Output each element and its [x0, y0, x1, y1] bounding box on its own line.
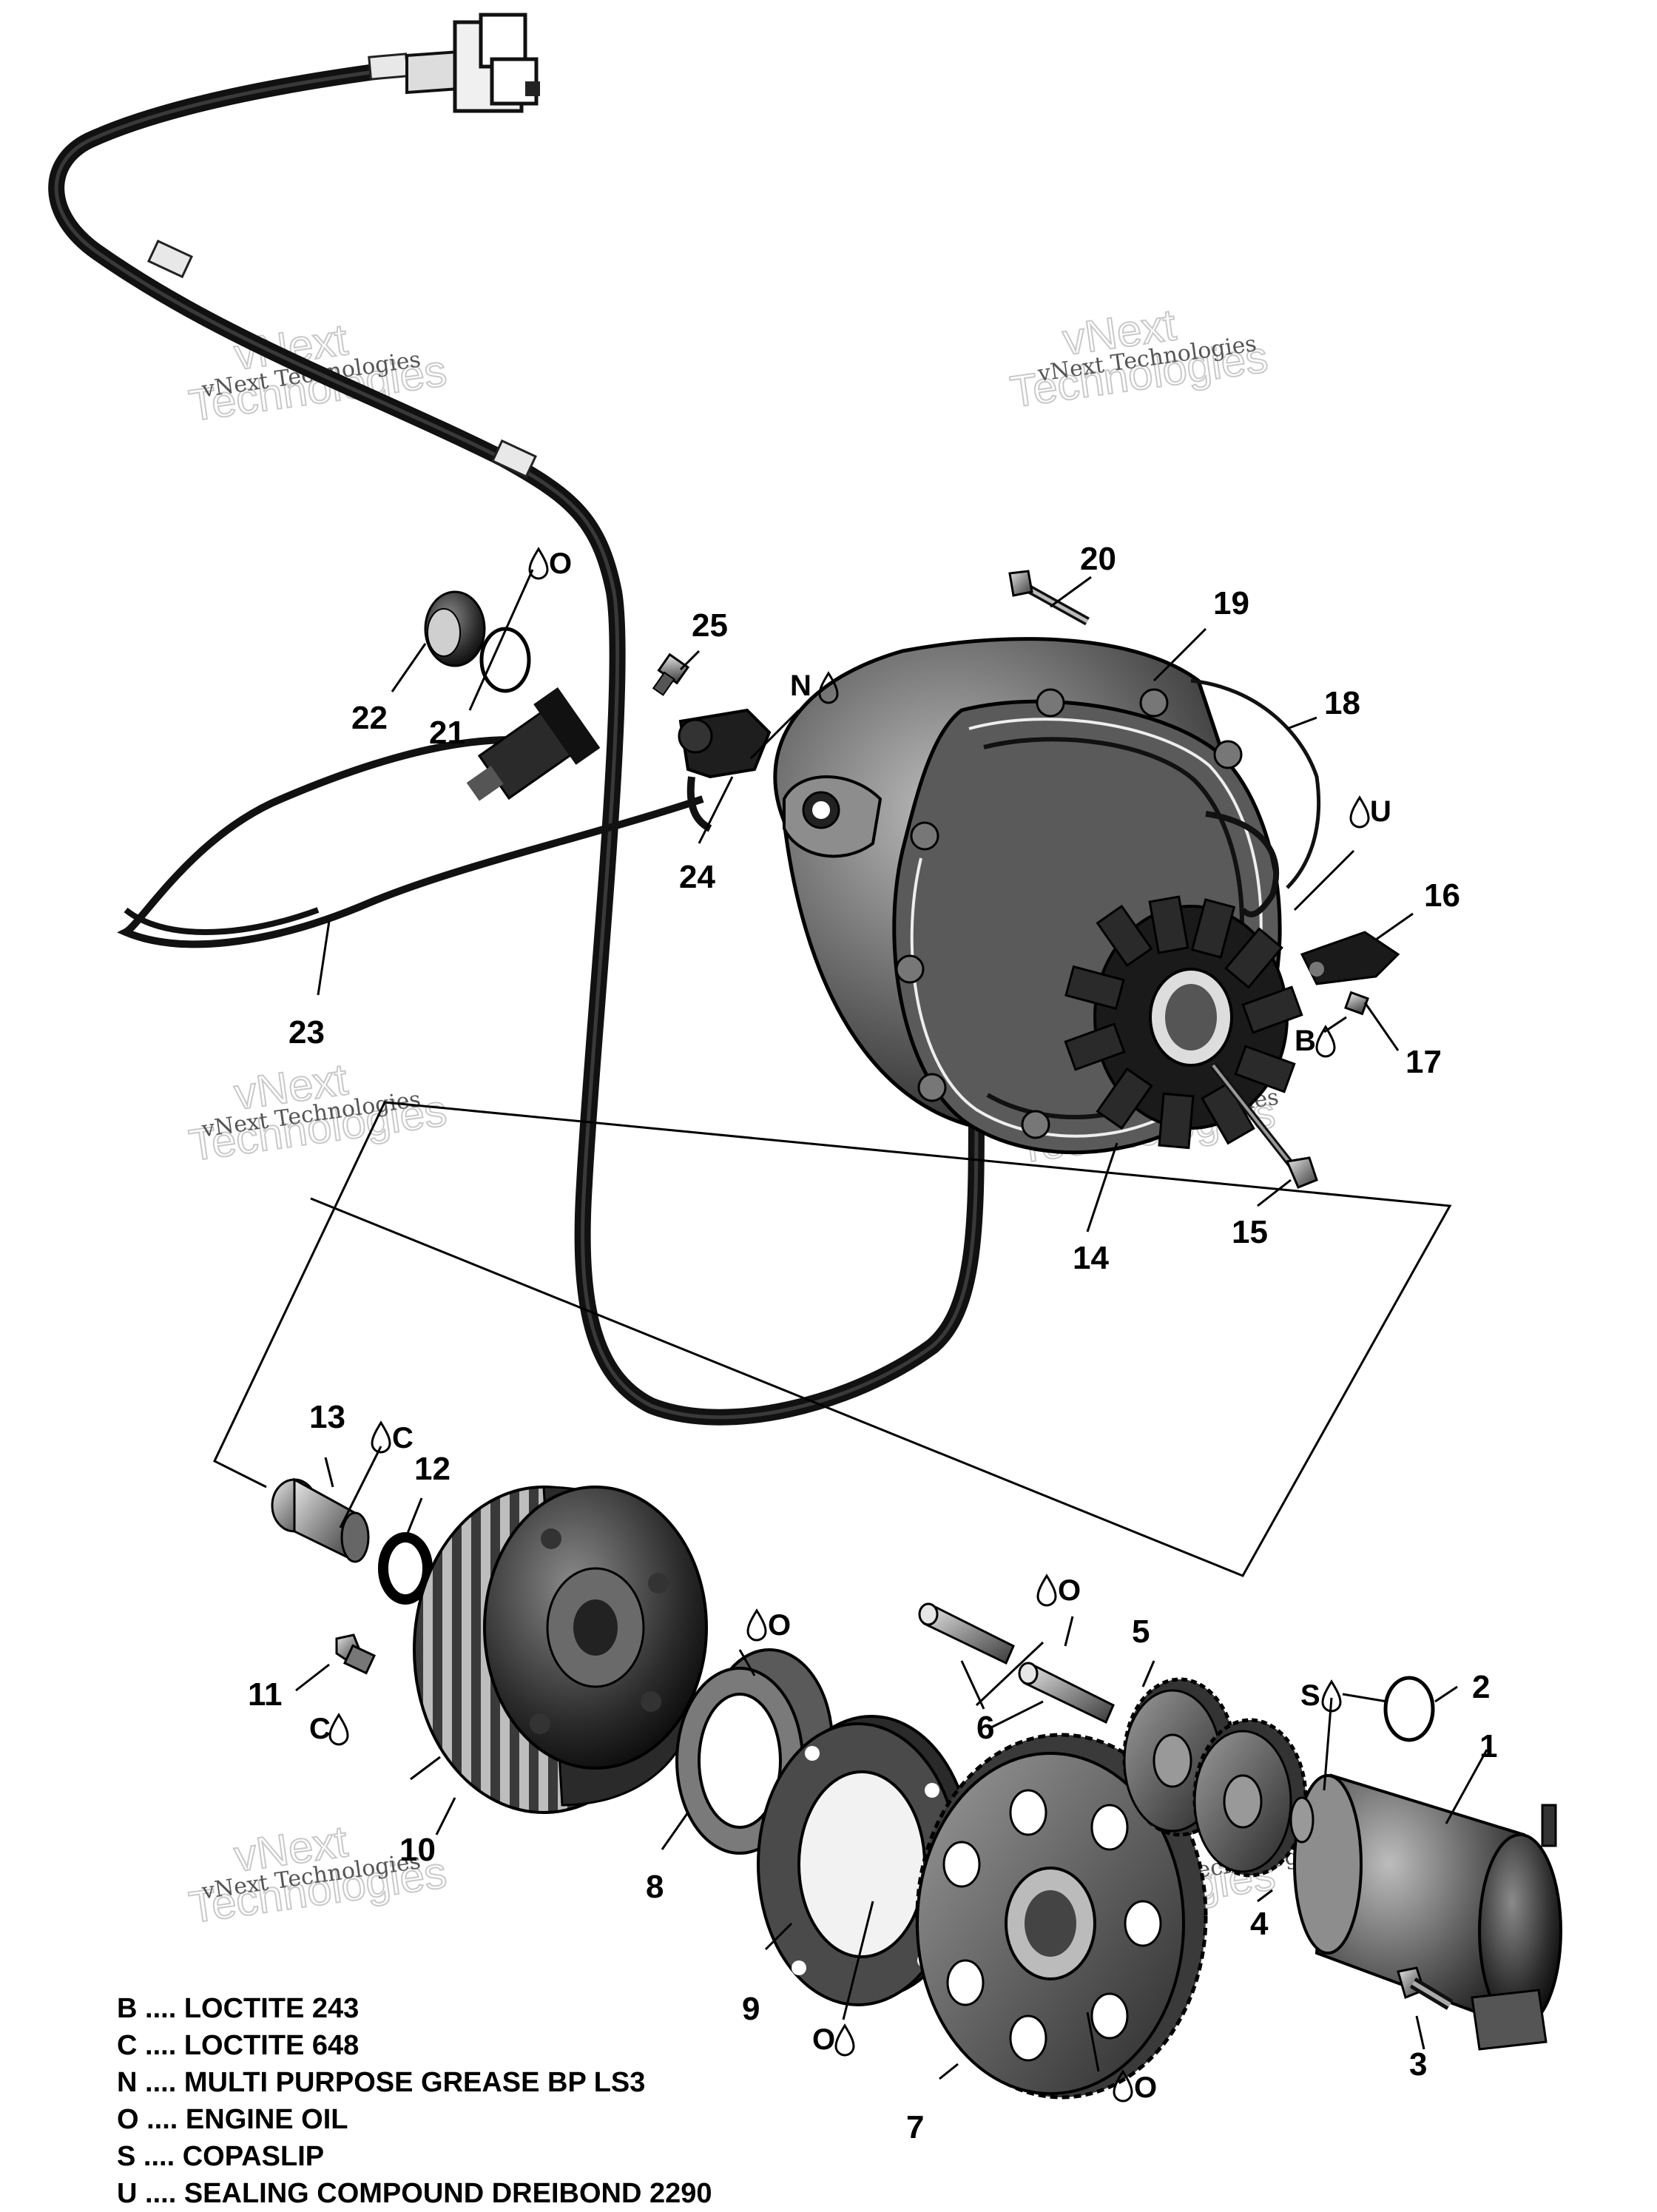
- part-25-screw: [652, 653, 690, 696]
- sensor-connector: [466, 687, 601, 801]
- part-16-cover-plate: [1300, 931, 1400, 985]
- marker-c-13: C: [371, 1420, 414, 1454]
- svg-text:S: S: [1300, 1679, 1320, 1712]
- drop-icon: [834, 2023, 855, 2057]
- callout-16: 16: [1424, 877, 1460, 914]
- callout-25: 25: [692, 607, 728, 644]
- harness-connector: [405, 13, 540, 113]
- callout-14: 14: [1073, 1240, 1109, 1276]
- callout-2: 2: [1472, 1669, 1490, 1705]
- callout-24: 24: [679, 859, 715, 895]
- callout-numbers: 1 2 3 4 5 6 7 8 9 10 11 12 13 14 15 16 1…: [248, 541, 1497, 2145]
- legend-row-s: S .... COPASLIP: [117, 2141, 325, 2172]
- part-18-gasket: [1190, 678, 1321, 917]
- drop-icon: [1036, 1574, 1057, 1607]
- drop-icon: [1315, 1025, 1336, 1058]
- part-11-bolt: [335, 1633, 376, 1675]
- callout-11: 11: [248, 1676, 283, 1713]
- marker-u-18: U: [1349, 795, 1391, 829]
- part-22-plug: [424, 590, 486, 667]
- part-4-intermediate-gear: [1192, 1718, 1308, 1878]
- drop-icon: [528, 547, 549, 580]
- part-2-o-ring: [1383, 1676, 1435, 1742]
- callout-10: 10: [399, 1832, 436, 1868]
- marker-b-17: B: [1295, 1025, 1336, 1058]
- part-17-screw: [1344, 991, 1369, 1016]
- leader-lines: [295, 569, 1488, 2080]
- callout-12: 12: [414, 1451, 450, 1487]
- material-markers: O N U B C C O O S: [309, 547, 1391, 2104]
- part-15-bolt: [1210, 1062, 1318, 1189]
- callout-18: 18: [1324, 685, 1360, 721]
- callout-8: 8: [646, 1869, 664, 1905]
- drop-icon: [328, 1713, 349, 1746]
- part-3-bolt: [1397, 1966, 1454, 2010]
- part-13-bolt: [271, 1477, 370, 1563]
- drop-icon: [746, 1608, 767, 1642]
- svg-text:O: O: [1058, 1574, 1081, 1607]
- part-10-flywheel: [413, 1486, 708, 1814]
- callout-15: 15: [1232, 1214, 1268, 1250]
- callout-3: 3: [1409, 2046, 1427, 2083]
- part-12-washer: [378, 1532, 433, 1605]
- part-14-stator: [1064, 895, 1303, 1150]
- svg-text:C: C: [392, 1422, 414, 1454]
- drop-icon: [1349, 795, 1370, 829]
- svg-text:C: C: [309, 1713, 331, 1745]
- marker-c-11: C: [309, 1713, 349, 1746]
- callout-21: 21: [429, 715, 465, 751]
- svg-text:O: O: [1134, 2071, 1157, 2104]
- callout-4: 4: [1250, 1906, 1269, 1942]
- legend-row-n: N .... MULTI PURPOSE GREASE BP LS3: [117, 2067, 646, 2098]
- marker-o-6: O: [1036, 1574, 1081, 1607]
- callout-13: 13: [309, 1399, 345, 1435]
- callout-22: 22: [351, 700, 388, 736]
- part-6-pins: [918, 1602, 1115, 1724]
- callout-20: 20: [1080, 541, 1116, 577]
- part-1-starter-motor: [1289, 1773, 1562, 2051]
- part-20-bolt: [1008, 570, 1090, 626]
- callout-6: 6: [976, 1710, 994, 1746]
- marker-o-7: O: [1113, 2069, 1157, 2104]
- drop-icon: [371, 1420, 391, 1454]
- svg-text:U: U: [1370, 795, 1391, 828]
- legend-row-o: O .... ENGINE OIL: [117, 2104, 348, 2135]
- callout-5: 5: [1132, 1614, 1150, 1650]
- callout-23: 23: [288, 1014, 325, 1051]
- callout-7: 7: [906, 2109, 924, 2145]
- callout-19: 19: [1213, 585, 1249, 621]
- material-legend: B .... LOCTITE 243 C .... LOCTITE 648 N …: [117, 1990, 712, 2212]
- assembly-outline: [213, 1101, 1452, 1577]
- marker-s-1: S: [1300, 1679, 1342, 1713]
- drop-icon: [1113, 2069, 1133, 2103]
- callout-9: 9: [742, 1991, 760, 2027]
- part-21-o-ring: [479, 627, 531, 693]
- drop-icon: [818, 671, 839, 704]
- part-7-starter-gear: [915, 1733, 1208, 2100]
- marker-o-9: O: [812, 2023, 855, 2057]
- svg-text:O: O: [768, 1609, 791, 1642]
- svg-text:N: N: [790, 670, 811, 702]
- svg-text:B: B: [1295, 1025, 1316, 1057]
- marker-o-21: O: [528, 547, 572, 580]
- svg-text:O: O: [812, 2023, 835, 2056]
- legend-row-u: U .... SEALING COMPOUND DREIBOND 2290: [117, 2178, 712, 2209]
- legend-row-c: C .... LOCTITE 648: [117, 2030, 360, 2061]
- marker-o-8: O: [746, 1608, 791, 1642]
- callout-17: 17: [1405, 1044, 1442, 1080]
- svg-text:O: O: [549, 547, 572, 580]
- legend-row-b: B .... LOCTITE 243: [117, 1993, 360, 2024]
- marker-n-24: N: [790, 670, 839, 704]
- drop-icon: [1321, 1679, 1342, 1713]
- callout-1: 1: [1479, 1728, 1497, 1764]
- part-24-speed-sensor: [678, 708, 772, 832]
